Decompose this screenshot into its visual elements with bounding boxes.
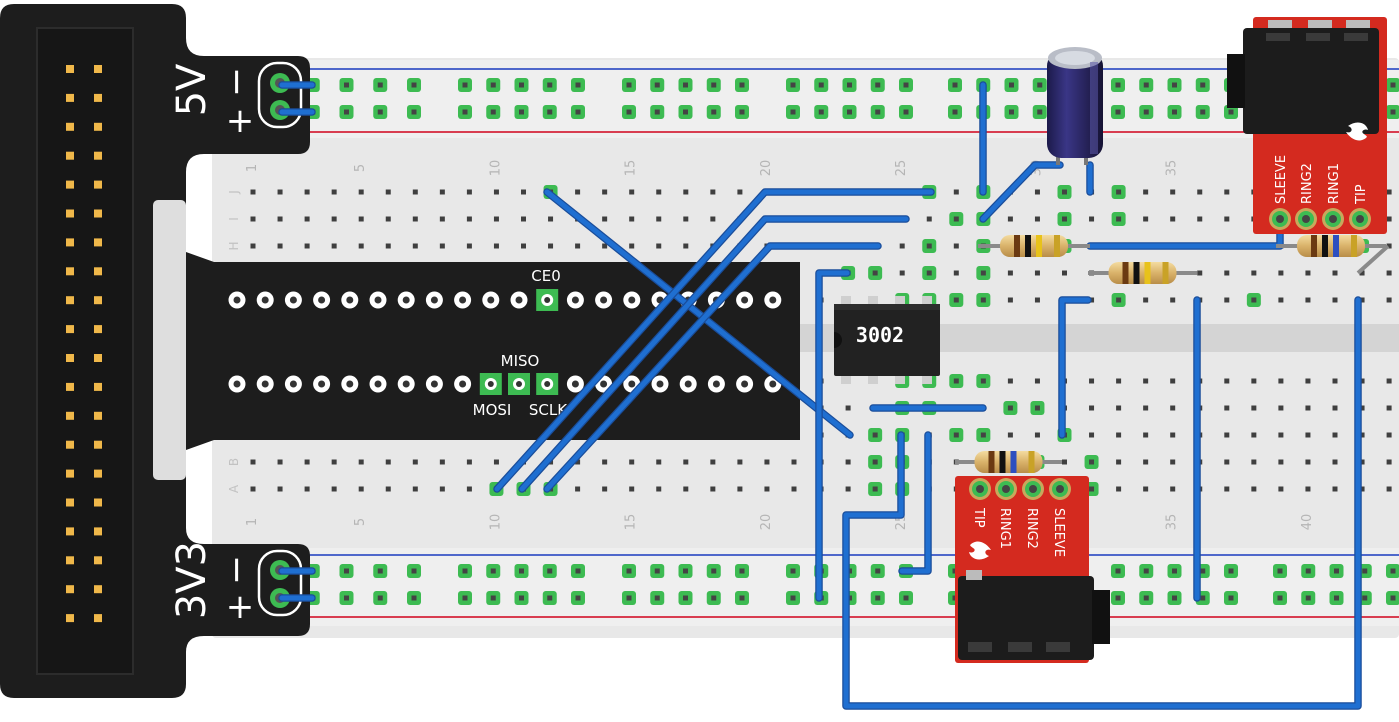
pin-label-sclk: SCLK <box>529 401 568 419</box>
resistors <box>955 235 1390 473</box>
flame-logo-icon <box>1346 122 1368 141</box>
jumper-wire <box>544 189 853 438</box>
column-number: 10 <box>488 514 503 531</box>
jumper-wire <box>843 297 1361 709</box>
flame-logo-icon <box>969 541 991 560</box>
gpio-header <box>36 27 134 675</box>
column-number: 15 <box>624 160 639 177</box>
electrolytic-capacitor <box>1047 47 1103 165</box>
jack-pin-label: RING2 <box>1300 163 1315 204</box>
resistor <box>955 451 1062 473</box>
resistor <box>1088 262 1197 284</box>
cobbler-slot <box>153 200 186 480</box>
row-letter: H <box>227 241 241 250</box>
column-number: 1 <box>245 518 260 526</box>
label-minus-top: − <box>216 67 257 97</box>
column-number: 10 <box>488 160 503 177</box>
jack-pin-label: TIP <box>1354 184 1369 205</box>
row-letter: J <box>227 190 241 195</box>
column-number: 15 <box>624 514 639 531</box>
jumper-wire <box>494 189 934 492</box>
label-minus-bottom: − <box>216 555 257 585</box>
pin-label-miso: MISO <box>501 352 540 370</box>
jumper-wire <box>544 243 881 492</box>
column-number: 35 <box>1165 160 1180 177</box>
pin-label-ce0: CE0 <box>531 267 561 285</box>
column-number: 5 <box>353 164 368 172</box>
jumper-wire <box>1059 297 1091 438</box>
chip-label: 3002 <box>856 323 904 347</box>
gpio-cobbler: 5V − + 3V3 − + CE0 MISO MOSI SCLK <box>0 4 800 698</box>
column-number: 40 <box>1300 514 1315 531</box>
resistor <box>978 235 1090 257</box>
label-5v: 5V <box>169 63 215 116</box>
column-number: 20 <box>759 160 774 177</box>
label-plus-top: + <box>226 101 255 141</box>
column-number: 25 <box>894 160 909 177</box>
jack-pin-label: RING1 <box>997 508 1012 549</box>
column-number: 20 <box>759 514 774 531</box>
pin-label-mosi: MOSI <box>473 401 512 419</box>
jumper-wire <box>899 432 931 574</box>
column-number: 5 <box>353 518 368 526</box>
row-letter: I <box>227 217 241 221</box>
jack-pin-label: RING2 <box>1024 508 1039 549</box>
jack-pin-label: TIP <box>971 507 986 528</box>
jumper-wire <box>980 162 1063 222</box>
power-pins-5v <box>257 61 303 129</box>
jack-pin-label: SLEEVE <box>1274 155 1289 204</box>
header-pins <box>66 65 102 623</box>
column-number: 1 <box>245 164 260 172</box>
jumper-wire <box>816 270 850 601</box>
row-letter: A <box>227 484 241 493</box>
jack-pin-label: RING1 <box>1327 163 1342 204</box>
wires <box>278 81 1362 710</box>
label-plus-bottom: + <box>226 587 255 627</box>
audio-jack-bottom: TIP RING1 RING2 SLEEVE <box>955 476 1110 663</box>
label-3v3: 3V3 <box>169 541 215 619</box>
resistor <box>1276 235 1386 257</box>
jack-pin-label: SLEEVE <box>1051 508 1066 557</box>
jumper-wire <box>519 216 909 492</box>
row-letter: B <box>227 458 241 466</box>
column-number: 35 <box>1165 514 1180 531</box>
ic-chip: 3002 <box>834 296 940 384</box>
power-pins-3v3 <box>257 549 303 617</box>
